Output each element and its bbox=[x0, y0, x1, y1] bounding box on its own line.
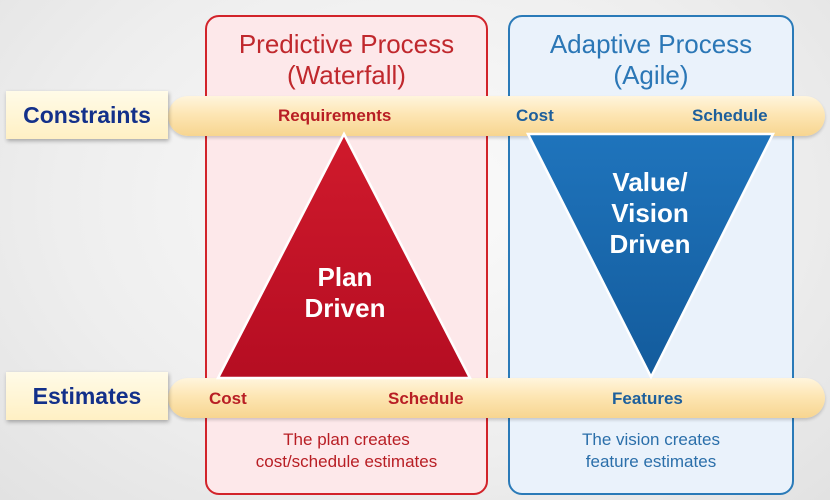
constraints-schedule-label: Schedule bbox=[692, 106, 768, 125]
value-vision-line2: Vision bbox=[611, 198, 689, 228]
plan-driven-line2: Driven bbox=[304, 293, 386, 323]
adaptive-title-line1: Adaptive Process bbox=[549, 29, 753, 59]
value-vision-line3: Driven bbox=[609, 229, 691, 259]
adaptive-caption-line2: feature estimates bbox=[585, 452, 717, 471]
predictive-title-line1: Predictive Process bbox=[238, 29, 455, 59]
constraints-cost-label: Cost bbox=[516, 106, 554, 125]
estimates-row-label: Estimates bbox=[6, 372, 168, 420]
value-driven-triangle bbox=[525, 132, 776, 380]
predictive-caption-line2: cost/schedule estimates bbox=[255, 452, 438, 471]
adaptive-process-title: Adaptive Process (Agile) bbox=[510, 29, 792, 91]
estimates-features-label: Features bbox=[612, 389, 683, 408]
value-vision-line1: Value/ bbox=[612, 167, 688, 197]
adaptive-caption: The vision creates feature estimates bbox=[510, 429, 792, 473]
constraints-band bbox=[168, 96, 825, 136]
adaptive-title-line2: (Agile) bbox=[613, 60, 689, 90]
plan-driven-label: Plan Driven bbox=[290, 262, 400, 324]
estimates-schedule-label: Schedule bbox=[388, 389, 464, 408]
predictive-caption: The plan creates cost/schedule estimates bbox=[207, 429, 486, 473]
constraints-row-label: Constraints bbox=[6, 91, 168, 139]
adaptive-caption-line1: The vision creates bbox=[582, 430, 720, 449]
estimates-cost-label: Cost bbox=[209, 389, 247, 408]
plan-driven-line1: Plan bbox=[317, 262, 373, 292]
predictive-title-line2: (Waterfall) bbox=[287, 60, 406, 90]
estimates-band bbox=[168, 378, 825, 418]
constraints-requirements-label: Requirements bbox=[278, 106, 392, 125]
plan-driven-triangle bbox=[215, 131, 473, 380]
predictive-process-title: Predictive Process (Waterfall) bbox=[207, 29, 486, 91]
predictive-caption-line1: The plan creates bbox=[283, 430, 410, 449]
value-vision-driven-label: Value/ Vision Driven bbox=[590, 167, 710, 260]
